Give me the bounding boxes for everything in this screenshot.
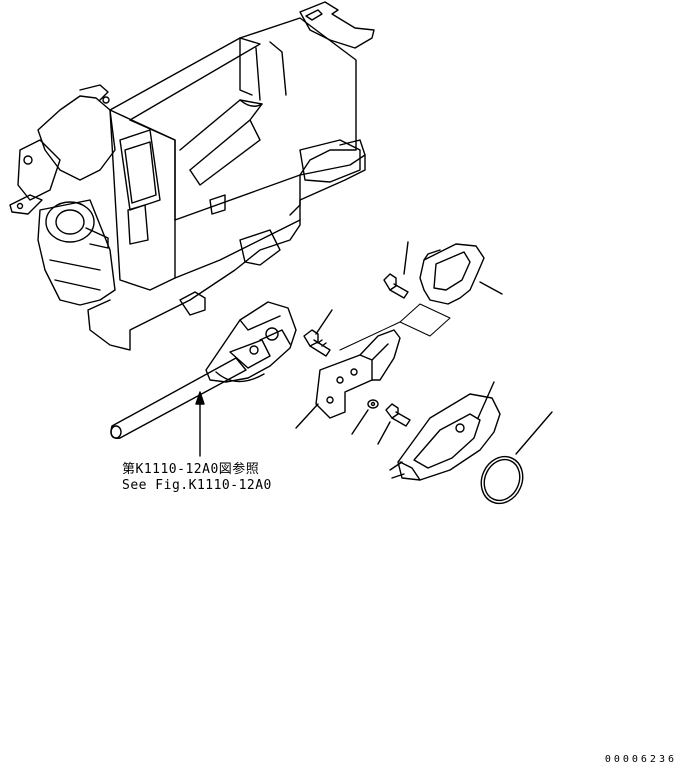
lower-cover <box>389 381 501 481</box>
mounting-bracket <box>295 329 401 429</box>
console-frame-assembly <box>9 1 375 351</box>
washer <box>351 399 379 435</box>
connection-outline <box>339 303 451 351</box>
bolt-upper-right <box>383 241 409 299</box>
upper-cover <box>419 243 503 305</box>
reference-arrow <box>195 391 205 457</box>
bolt-upper <box>303 309 333 357</box>
reference-note-english: See Fig.K1110-12A0 <box>122 478 272 493</box>
lever-assembly <box>110 301 297 439</box>
o-ring <box>480 411 553 505</box>
drawing-number: 00006236 <box>604 754 677 765</box>
bolt-lower <box>377 403 411 445</box>
reference-note-japanese: 第K1110-12A0図参照 <box>122 462 260 477</box>
